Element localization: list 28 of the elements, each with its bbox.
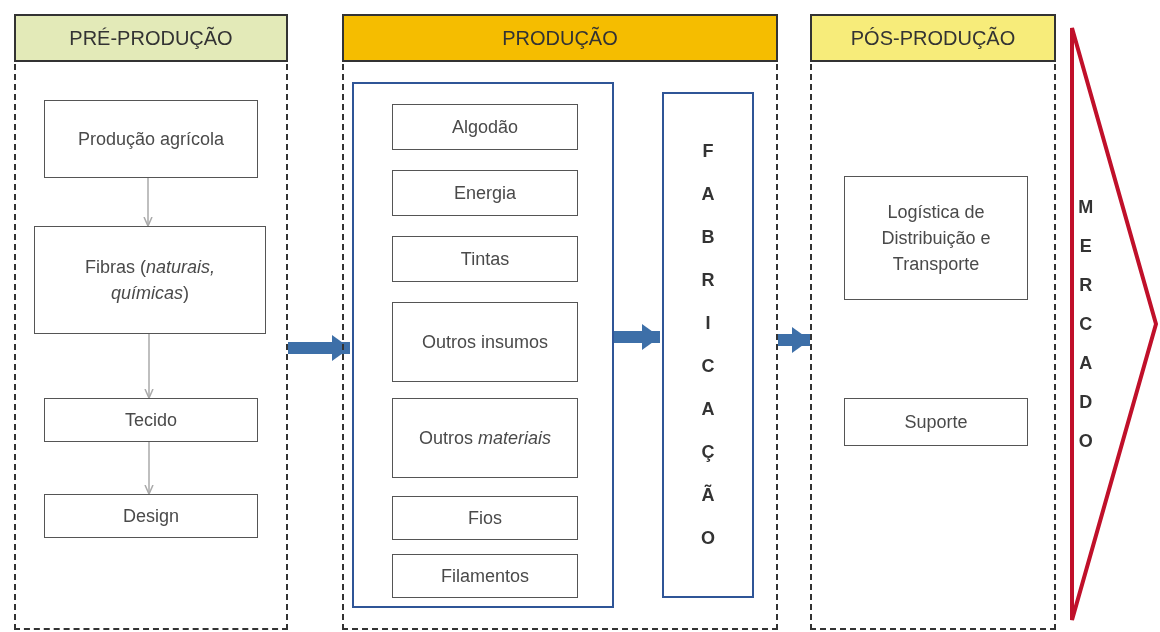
- arrow: [143, 177, 153, 227]
- vertical-label: MERCADO: [1078, 195, 1094, 453]
- item-box: Filamentos: [392, 554, 578, 598]
- stage-panel: [14, 14, 288, 630]
- item-box: Energia: [392, 170, 578, 216]
- inputs-panel: [352, 82, 614, 608]
- item-box: Algodão: [392, 104, 578, 150]
- process-box: FABRICAÇÃO: [662, 92, 754, 598]
- item-box: Tintas: [392, 236, 578, 282]
- stage-header: PÓS-PRODUÇÃO: [810, 14, 1056, 62]
- item-box: Design: [44, 494, 258, 538]
- item-box: Fibras (naturais, químicas): [34, 226, 266, 334]
- item-box: Tecido: [44, 398, 258, 442]
- stage-panel: [810, 14, 1056, 630]
- item-box: Suporte: [844, 398, 1028, 446]
- item-box: Logística de Distribuição e Transporte: [844, 176, 1028, 300]
- item-box: Produção agrícola: [44, 100, 258, 178]
- stage-panel: [342, 14, 778, 630]
- arrow: [288, 335, 350, 361]
- item-box: Outros insumos: [392, 302, 578, 382]
- arrow: [612, 324, 660, 350]
- stage-header: PRÉ-PRODUÇÃO: [14, 14, 288, 62]
- arrow: [778, 327, 810, 353]
- stage-header: PRODUÇÃO: [342, 14, 778, 62]
- arrow: [144, 441, 154, 495]
- item-box: Fios: [392, 496, 578, 540]
- item-box: Outros materiais: [392, 398, 578, 478]
- arrow: [144, 333, 154, 399]
